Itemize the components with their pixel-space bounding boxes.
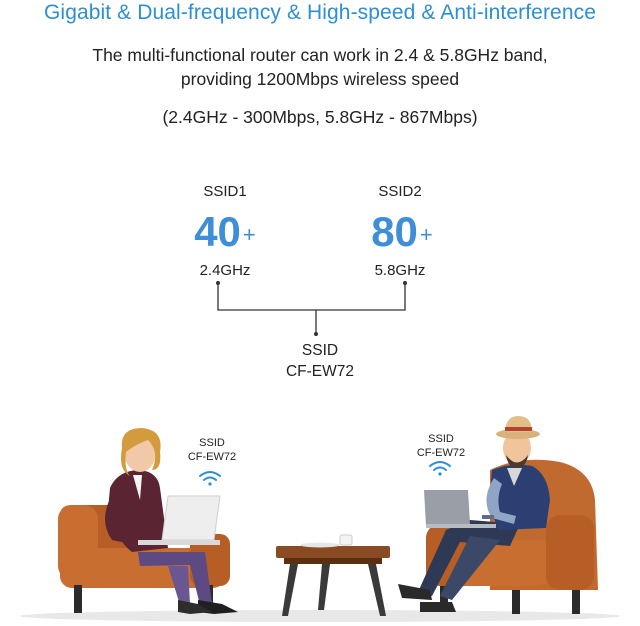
speed-summary: (2.4GHz - 300Mbps, 5.8GHz - 867Mbps) <box>162 107 478 127</box>
man-ssid-label: SSID <box>428 433 454 445</box>
plus-sign: + <box>242 222 256 247</box>
coffee-table <box>276 534 390 616</box>
woman-ssid-label: SSID <box>199 437 225 449</box>
merged-ssid: SSID CF-EW72 <box>220 340 420 382</box>
ssid2-label: SSID2 <box>378 183 422 200</box>
connector-lines <box>217 281 406 336</box>
ssid1-frequency: 2.4GHz <box>199 262 251 279</box>
ssid1-label: SSID1 <box>203 183 247 200</box>
ssid2-count: 80+ <box>371 208 433 255</box>
woman-ssid-name: CF-EW72 <box>187 451 237 463</box>
wifi-icon <box>199 471 221 486</box>
ssid2-frequency: 5.8GHz <box>374 262 426 279</box>
wifi-icon <box>429 461 451 476</box>
man-figure <box>398 416 550 612</box>
plus-sign: + <box>419 222 433 247</box>
man-ssid-name: CF-EW72 <box>416 447 466 459</box>
ssid1-count: 40+ <box>194 208 256 255</box>
woman-figure <box>105 428 238 614</box>
description-line-1: The multi-functional router can work in … <box>92 45 548 65</box>
merged-ssid-label: SSID <box>301 342 339 359</box>
description-line-2: providing 1200Mbps wireless speed <box>180 69 460 89</box>
man-ssid-badge: SSID CF-EW72 <box>396 432 486 460</box>
page-title: Gigabit & Dual-frequency & High-speed & … <box>44 1 596 24</box>
woman-ssid-badge: SSID CF-EW72 <box>167 436 257 464</box>
merged-ssid-name: CF-EW72 <box>285 363 355 380</box>
